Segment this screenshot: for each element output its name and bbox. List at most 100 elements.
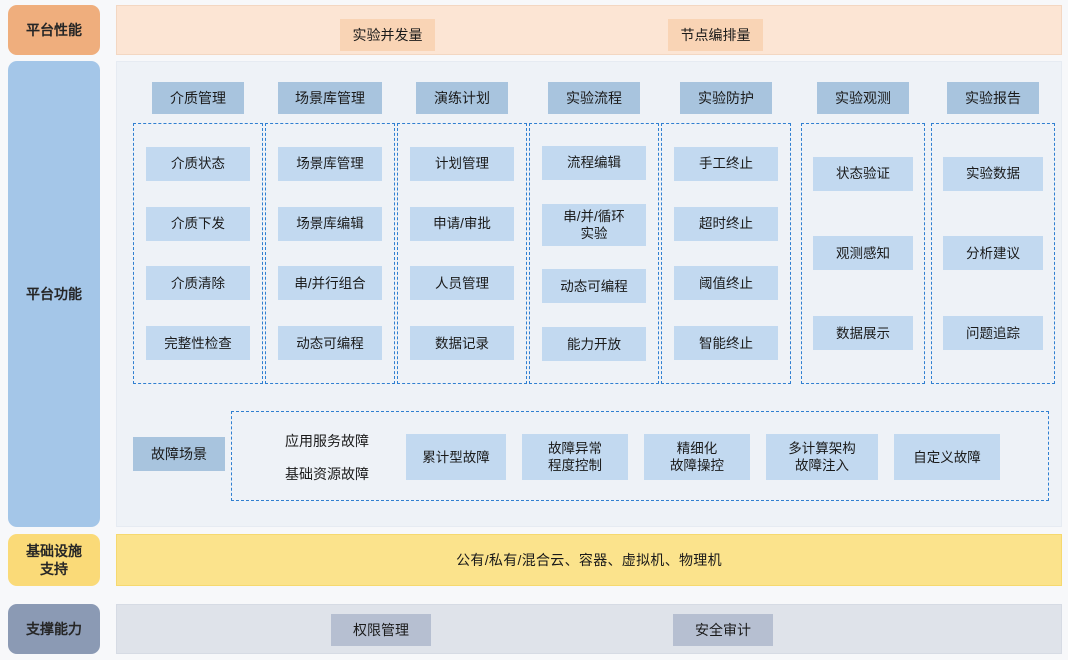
cell-line: 程度控制 bbox=[548, 458, 602, 473]
cell-line: 实验 bbox=[580, 225, 608, 241]
function-cell[interactable]: 串/并行组合 bbox=[278, 266, 382, 301]
function-cell[interactable]: 状态验证 bbox=[813, 156, 913, 191]
cell-line: 动态可编程 bbox=[560, 278, 628, 294]
function-cell[interactable]: 数据记录 bbox=[410, 326, 514, 361]
function-cell[interactable]: 场景库编辑 bbox=[278, 206, 382, 241]
perf-chip-label: 实验并发量 bbox=[352, 27, 423, 43]
cell-line: 实验数据 bbox=[966, 166, 1020, 182]
fault-plain-item: 应用服务故障 bbox=[285, 432, 369, 449]
rail-label-supporting-capability: 支撑能力 bbox=[8, 604, 100, 654]
function-cell[interactable]: 完整性检查 bbox=[146, 326, 250, 361]
cell-line: 状态验证 bbox=[836, 166, 890, 182]
fault-cell-cumulative[interactable]: 累计型故障 bbox=[406, 434, 506, 480]
cell-line: 人员管理 bbox=[435, 275, 489, 291]
column-header[interactable]: 实验观测 bbox=[817, 82, 909, 114]
function-cell[interactable]: 能力开放 bbox=[542, 327, 646, 362]
cell-line: 累计型故障 bbox=[422, 449, 490, 465]
rail-label-line2: 支持 bbox=[40, 561, 68, 577]
function-cell[interactable]: 分析建议 bbox=[943, 236, 1043, 271]
fault-scenario-body: 应用服务故障 基础资源故障 累计型故障 故障异常 程度控制 精细化 故障操控 多… bbox=[231, 411, 1049, 501]
column-header[interactable]: 实验报告 bbox=[947, 82, 1039, 114]
cell-line: 介质清除 bbox=[171, 275, 225, 291]
function-cell[interactable]: 动态可编程 bbox=[278, 326, 382, 361]
rail-label-line1: 基础设施 bbox=[26, 543, 82, 559]
function-cell[interactable]: 手工终止 bbox=[674, 146, 778, 181]
rail-label-platform-function: 平台功能 bbox=[8, 61, 100, 527]
function-cell[interactable]: 介质状态 bbox=[146, 146, 250, 181]
fault-plain-text-group: 应用服务故障 基础资源故障 bbox=[256, 424, 398, 490]
cell-line: 动态可编程 bbox=[296, 335, 364, 351]
fault-cell-fine-grained-control[interactable]: 精细化 故障操控 bbox=[644, 434, 750, 480]
function-column-experiment-observation: 实验观测 状态验证 观测感知 数据展示 bbox=[801, 82, 925, 384]
function-column-media-management: 介质管理 介质状态 介质下发 介质清除 完整性检查 bbox=[133, 82, 263, 384]
function-cell[interactable]: 问题追踪 bbox=[943, 316, 1043, 351]
cell-line: 场景库编辑 bbox=[296, 216, 364, 232]
fault-plain-item: 基础资源故障 bbox=[285, 465, 369, 482]
cell-line: 介质状态 bbox=[171, 156, 225, 172]
support-chip-security-audit[interactable]: 安全审计 bbox=[673, 614, 773, 646]
support-chip-permission-management[interactable]: 权限管理 bbox=[331, 614, 431, 646]
cell-line: 故障注入 bbox=[795, 458, 849, 473]
cell-line: 串/并/循环 bbox=[563, 208, 625, 224]
perf-chip-label: 节点编排量 bbox=[680, 27, 751, 43]
function-column-experiment-report: 实验报告 实验数据 分析建议 问题追踪 bbox=[931, 82, 1055, 384]
rail-label-text: 基础设施 支持 bbox=[26, 542, 82, 578]
column-header[interactable]: 实验防护 bbox=[680, 82, 772, 114]
rail-label-text: 平台性能 bbox=[26, 22, 82, 38]
column-body: 实验数据 分析建议 问题追踪 bbox=[931, 123, 1055, 384]
function-cell[interactable]: 申请/审批 bbox=[410, 206, 514, 241]
function-cell[interactable]: 观测感知 bbox=[813, 236, 913, 271]
column-body: 状态验证 观测感知 数据展示 bbox=[801, 123, 925, 384]
column-body: 手工终止 超时终止 阈值终止 智能终止 bbox=[661, 123, 791, 384]
cell-line: 计划管理 bbox=[435, 156, 489, 172]
function-cell[interactable]: 介质下发 bbox=[146, 206, 250, 241]
cell-line: 能力开放 bbox=[567, 336, 621, 352]
column-header[interactable]: 介质管理 bbox=[152, 82, 244, 114]
column-header[interactable]: 实验流程 bbox=[548, 82, 640, 114]
rail-label-text: 支撑能力 bbox=[26, 621, 82, 637]
rail-label-platform-performance: 平台性能 bbox=[8, 5, 100, 55]
cell-line: 场景库管理 bbox=[296, 156, 364, 172]
column-header[interactable]: 场景库管理 bbox=[278, 82, 382, 114]
panel-supporting-capability: 权限管理 安全审计 bbox=[116, 604, 1062, 654]
function-cell[interactable]: 场景库管理 bbox=[278, 146, 382, 181]
cell-line: 数据记录 bbox=[435, 335, 489, 351]
cell-line: 阈值终止 bbox=[699, 275, 753, 291]
function-cell[interactable]: 串/并/循环 实验 bbox=[542, 203, 646, 246]
cell-line: 流程编辑 bbox=[567, 155, 621, 171]
function-cell[interactable]: 超时终止 bbox=[674, 206, 778, 241]
fault-scenario-row: 故障场景 应用服务故障 基础资源故障 累计型故障 故障异常 程度控制 精细化 故… bbox=[117, 407, 1063, 507]
panel-platform-function: 介质管理 介质状态 介质下发 介质清除 完整性检查 场景库管理 bbox=[116, 61, 1062, 527]
rail-label-infrastructure-support: 基础设施 支持 bbox=[8, 534, 100, 586]
column-header[interactable]: 演练计划 bbox=[416, 82, 508, 114]
panel-platform-performance: 实验并发量 节点编排量 bbox=[116, 5, 1062, 55]
cell-line: 分析建议 bbox=[966, 245, 1020, 261]
function-cell[interactable]: 实验数据 bbox=[943, 156, 1043, 191]
cell-line: 完整性检查 bbox=[164, 335, 232, 351]
cell-line: 观测感知 bbox=[836, 245, 890, 261]
fault-cell-custom-fault[interactable]: 自定义故障 bbox=[894, 434, 1000, 480]
cell-line: 申请/审批 bbox=[433, 216, 491, 232]
function-cell[interactable]: 阈值终止 bbox=[674, 266, 778, 301]
column-body: 流程编辑 串/并/循环 实验 动态可编程 能力开放 bbox=[529, 123, 659, 384]
function-cell[interactable]: 介质清除 bbox=[146, 266, 250, 301]
column-body: 场景库管理 场景库编辑 串/并行组合 动态可编程 bbox=[265, 123, 395, 384]
perf-chip-experiment-concurrency[interactable]: 实验并发量 bbox=[340, 19, 435, 51]
function-cell[interactable]: 计划管理 bbox=[410, 146, 514, 181]
function-cell[interactable]: 动态可编程 bbox=[542, 269, 646, 304]
function-cell[interactable]: 流程编辑 bbox=[542, 145, 646, 180]
column-body: 计划管理 申请/审批 人员管理 数据记录 bbox=[397, 123, 527, 384]
cell-line: 故障异常 bbox=[548, 441, 602, 456]
cell-line: 串/并行组合 bbox=[294, 275, 366, 291]
perf-chip-node-orchestration[interactable]: 节点编排量 bbox=[668, 19, 763, 51]
function-cell[interactable]: 人员管理 bbox=[410, 266, 514, 301]
function-cell[interactable]: 数据展示 bbox=[813, 316, 913, 351]
cell-line: 多计算架构 bbox=[788, 441, 856, 456]
fault-cell-multi-arch-injection[interactable]: 多计算架构 故障注入 bbox=[766, 434, 878, 480]
function-cell[interactable]: 智能终止 bbox=[674, 326, 778, 361]
cell-line: 手工终止 bbox=[699, 156, 753, 172]
fault-cell-severity-control[interactable]: 故障异常 程度控制 bbox=[522, 434, 628, 480]
rail-label-text: 平台功能 bbox=[26, 286, 82, 302]
fault-scenario-header[interactable]: 故障场景 bbox=[133, 437, 225, 471]
